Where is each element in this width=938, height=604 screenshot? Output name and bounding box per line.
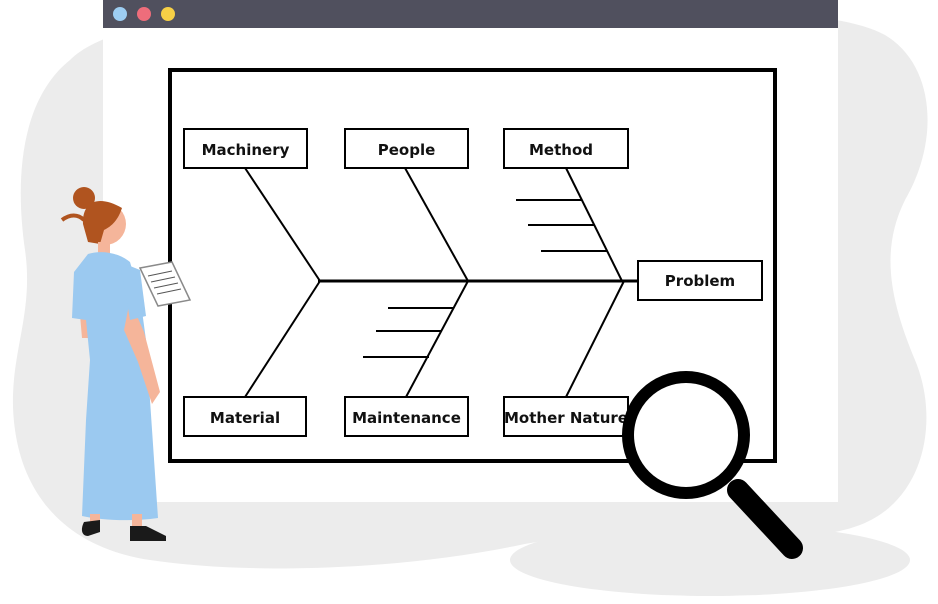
cause-label-machinery: Machinery xyxy=(202,141,290,159)
cause-label-material: Material xyxy=(210,409,280,427)
bone-people xyxy=(404,167,469,282)
bone-material xyxy=(244,280,321,398)
cause-label-maintenance: Maintenance xyxy=(352,409,461,427)
maximize-dot-icon[interactable] xyxy=(161,7,175,21)
minimize-dot-icon[interactable] xyxy=(137,7,151,21)
cause-label-method: Method xyxy=(529,141,593,159)
cause-label-people: People xyxy=(378,141,436,159)
bone-mother-nature xyxy=(565,280,625,398)
woman-illustration xyxy=(60,187,192,541)
cause-box-maintenance xyxy=(344,396,469,437)
effect-box xyxy=(637,260,763,301)
window-titlebar xyxy=(103,0,838,28)
cause-box-material xyxy=(183,396,307,437)
cause-box-mother-nature xyxy=(503,396,629,437)
cause-label-mother-nature: Mother Nature xyxy=(504,409,628,427)
clipboard-icon xyxy=(138,261,192,307)
bone-machinery xyxy=(244,167,321,282)
effect-label: Problem xyxy=(665,272,735,290)
floor-shadow xyxy=(510,524,910,596)
close-dot-icon[interactable] xyxy=(113,7,127,21)
bone-maintenance xyxy=(405,280,469,398)
magnifying-glass-icon xyxy=(622,371,803,559)
cause-box-method xyxy=(503,128,629,169)
cause-box-people xyxy=(344,128,469,169)
cause-box-machinery xyxy=(183,128,308,169)
